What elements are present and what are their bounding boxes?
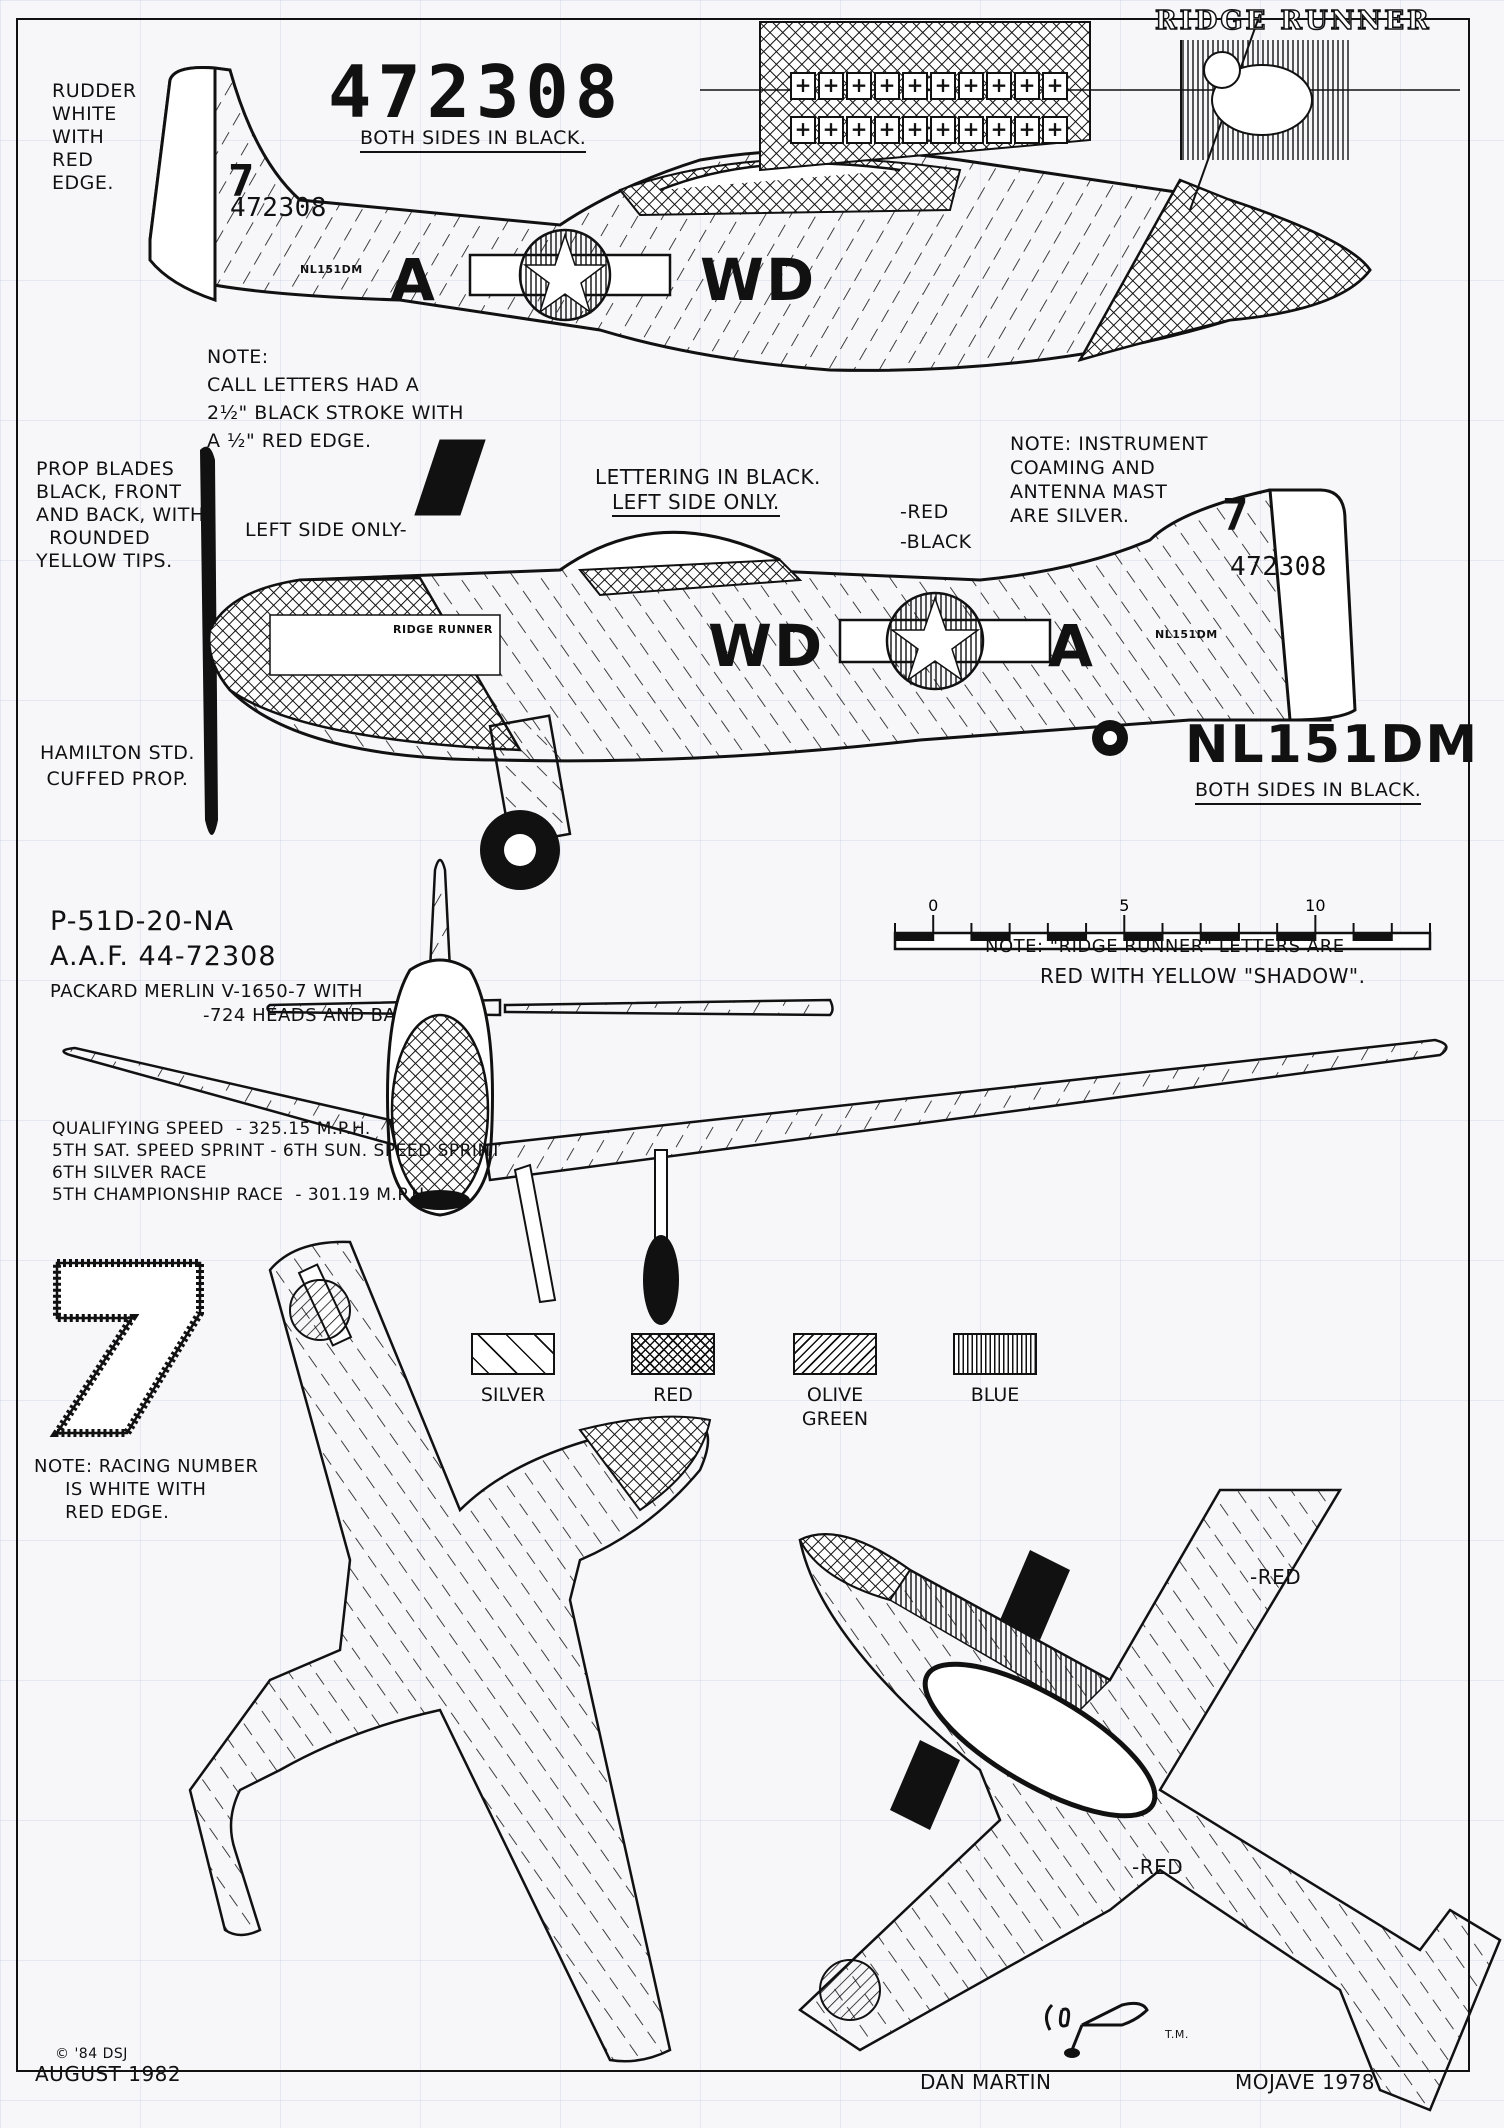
- note-ridge-runner-letters: Note: "Ridge Runner" letters are: [985, 936, 1345, 957]
- top-view: [798, 1488, 1502, 2112]
- aaf-serial: A.A.F. 44-72308: [50, 941, 277, 972]
- note-lettering-black: Lettering in Black.: [595, 465, 821, 489]
- signature-initials: T.M.: [1165, 2028, 1189, 2041]
- aircraft-type: P-51D-20-NA: [50, 906, 235, 937]
- mission-mark-cross-icon: +: [1014, 72, 1040, 100]
- engine-spec-line1: Packard Merlin V-1650-7 with: [50, 981, 363, 1002]
- code-letter-a-right: A: [390, 246, 437, 314]
- racing-number-7-sample: [49, 1259, 204, 1437]
- code-letters-wd-right: WD: [700, 246, 817, 314]
- note-call-letters: Note: Call letters had a 2½" Black strok…: [207, 346, 464, 452]
- location-year: Mojave 1978: [1235, 2070, 1376, 2094]
- scale-tick-label: 5: [1119, 896, 1129, 915]
- mission-mark-cross-icon: +: [958, 72, 984, 100]
- tail-serial-note: Both sides in Black.: [360, 126, 587, 153]
- note-racing-number: Note: Racing number is White with Red ed…: [34, 1456, 259, 1523]
- note-ridge-runner-letters-2: Red with Yellow "Shadow".: [1040, 964, 1366, 988]
- artist-name: Dan Martin: [920, 2070, 1052, 2094]
- mission-mark-cross-icon: +: [986, 72, 1012, 100]
- scale-bar: 0 5 10: [893, 895, 1435, 951]
- legend-label: Olive Green: [801, 1384, 869, 1430]
- mission-mark-cross-icon: +: [1014, 116, 1040, 144]
- copyright: © '84 DSJ: [55, 2046, 128, 2062]
- note-hamilton-prop: Hamilton Std. cuffed prop.: [40, 742, 195, 790]
- note-lettering-left-side: Left side only.: [612, 490, 780, 517]
- tail-serial-small-left: 472308: [1230, 552, 1327, 582]
- mission-mark-cross-icon: +: [986, 116, 1012, 144]
- mission-mark-cross-icon: +: [790, 116, 816, 144]
- code-letters-wd-left: WD: [708, 612, 825, 680]
- scale-bar-segment: [1124, 933, 1163, 941]
- mission-mark-cross-icon: +: [958, 116, 984, 144]
- front-view: [62, 858, 1448, 1325]
- note-prop-blades: Prop blades Black, front and back, with …: [36, 458, 205, 572]
- legend-label: Silver: [480, 1384, 546, 1406]
- mission-mark-cross-icon: +: [818, 72, 844, 100]
- civil-registration: NL151DM: [1185, 715, 1480, 775]
- date-august-1982: August 1982: [35, 2062, 182, 2086]
- legend-swatch: [793, 1333, 877, 1375]
- scale-bar-segment: [1353, 933, 1392, 941]
- code-letter-a-left: A: [1048, 612, 1095, 680]
- scale-bar-segment: [1047, 933, 1087, 941]
- legend-swatch: [953, 1333, 1037, 1375]
- call-letter-stroke-sample: [414, 439, 486, 516]
- small-registration-left: NL151DM: [1155, 628, 1218, 641]
- note-left-side-only: Left side only-: [245, 519, 408, 541]
- mission-mark-cross-icon: +: [874, 72, 900, 100]
- small-registration-right: NL151DM: [300, 263, 363, 276]
- scale-bar-segment: [971, 933, 1010, 941]
- mission-mark-cross-icon: +: [930, 72, 956, 100]
- race-qualifying-speed: Qualifying speed - 325.15 M.P.H.: [52, 1119, 371, 1139]
- tail-serial-small-right: 472308: [230, 193, 327, 223]
- legend-swatch: [631, 1333, 715, 1375]
- callout-black: -Black: [900, 531, 972, 553]
- tail-number-7-left: 7: [1222, 490, 1249, 541]
- legend-item-silver: Silver: [468, 1333, 558, 1407]
- legend-swatch: [471, 1333, 555, 1375]
- scale-bar-segment: [1277, 933, 1316, 941]
- legend-item-olive-green: Olive Green: [790, 1333, 880, 1431]
- legend-label: Red: [653, 1384, 693, 1406]
- drawing-border: [16, 18, 1470, 2072]
- ridge-runner-title: Ridge Runner: [1154, 5, 1432, 37]
- underside-view: [188, 1240, 712, 2063]
- mission-mark-cross-icon: +: [790, 72, 816, 100]
- mission-mark-cross-icon: +: [818, 116, 844, 144]
- legend-item-red: Red: [628, 1333, 718, 1407]
- scale-tick-label: 0: [928, 896, 938, 915]
- legend-label: Blue: [970, 1384, 1020, 1406]
- ridge-runner-nose-art: [1180, 40, 1352, 160]
- civil-registration-note: Both sides in Black.: [1195, 778, 1422, 805]
- mission-mark-cross-icon: +: [846, 72, 872, 100]
- top-view-red-callout-1: -Red: [1250, 1565, 1302, 1589]
- race-silver: 6th Silver race: [52, 1163, 207, 1183]
- side-view-left: [200, 446, 1357, 890]
- artist-signature-icon: [1045, 2001, 1149, 2058]
- note-rudder: Rudder White With Red Edge.: [52, 80, 137, 194]
- mission-mark-cross-icon: +: [1042, 72, 1068, 100]
- scale-tick-label: 10: [1305, 896, 1325, 915]
- note-instrument-coaming: Note: Instrument coaming and antenna mas…: [1010, 433, 1209, 527]
- scale-bar-segment: [1200, 933, 1239, 941]
- top-view-red-callout-2: -Red: [1132, 1855, 1184, 1879]
- mission-mark-cross-icon: +: [874, 116, 900, 144]
- nose-ridge-runner-text: Ridge Runner: [393, 623, 493, 636]
- mission-mark-cross-icon: +: [846, 116, 872, 144]
- tail-serial-large: 472308: [328, 50, 625, 134]
- mission-mark-cross-icon: +: [930, 116, 956, 144]
- callout-red: -Red: [900, 501, 949, 523]
- mission-mark-cross-icon: +: [902, 116, 928, 144]
- race-speed-sprints: 5th Sat. speed sprint - 6th Sun. speed s…: [52, 1141, 502, 1161]
- race-championship: 5th Championship race - 301.19 M.P.H.: [52, 1185, 431, 1205]
- scale-bar-segment: [895, 933, 934, 941]
- mission-mark-cross-icon: +: [902, 72, 928, 100]
- mission-mark-cross-icon: +: [1042, 116, 1068, 144]
- legend-item-blue: Blue: [950, 1333, 1040, 1407]
- tail-number-7-right: 7: [228, 156, 255, 207]
